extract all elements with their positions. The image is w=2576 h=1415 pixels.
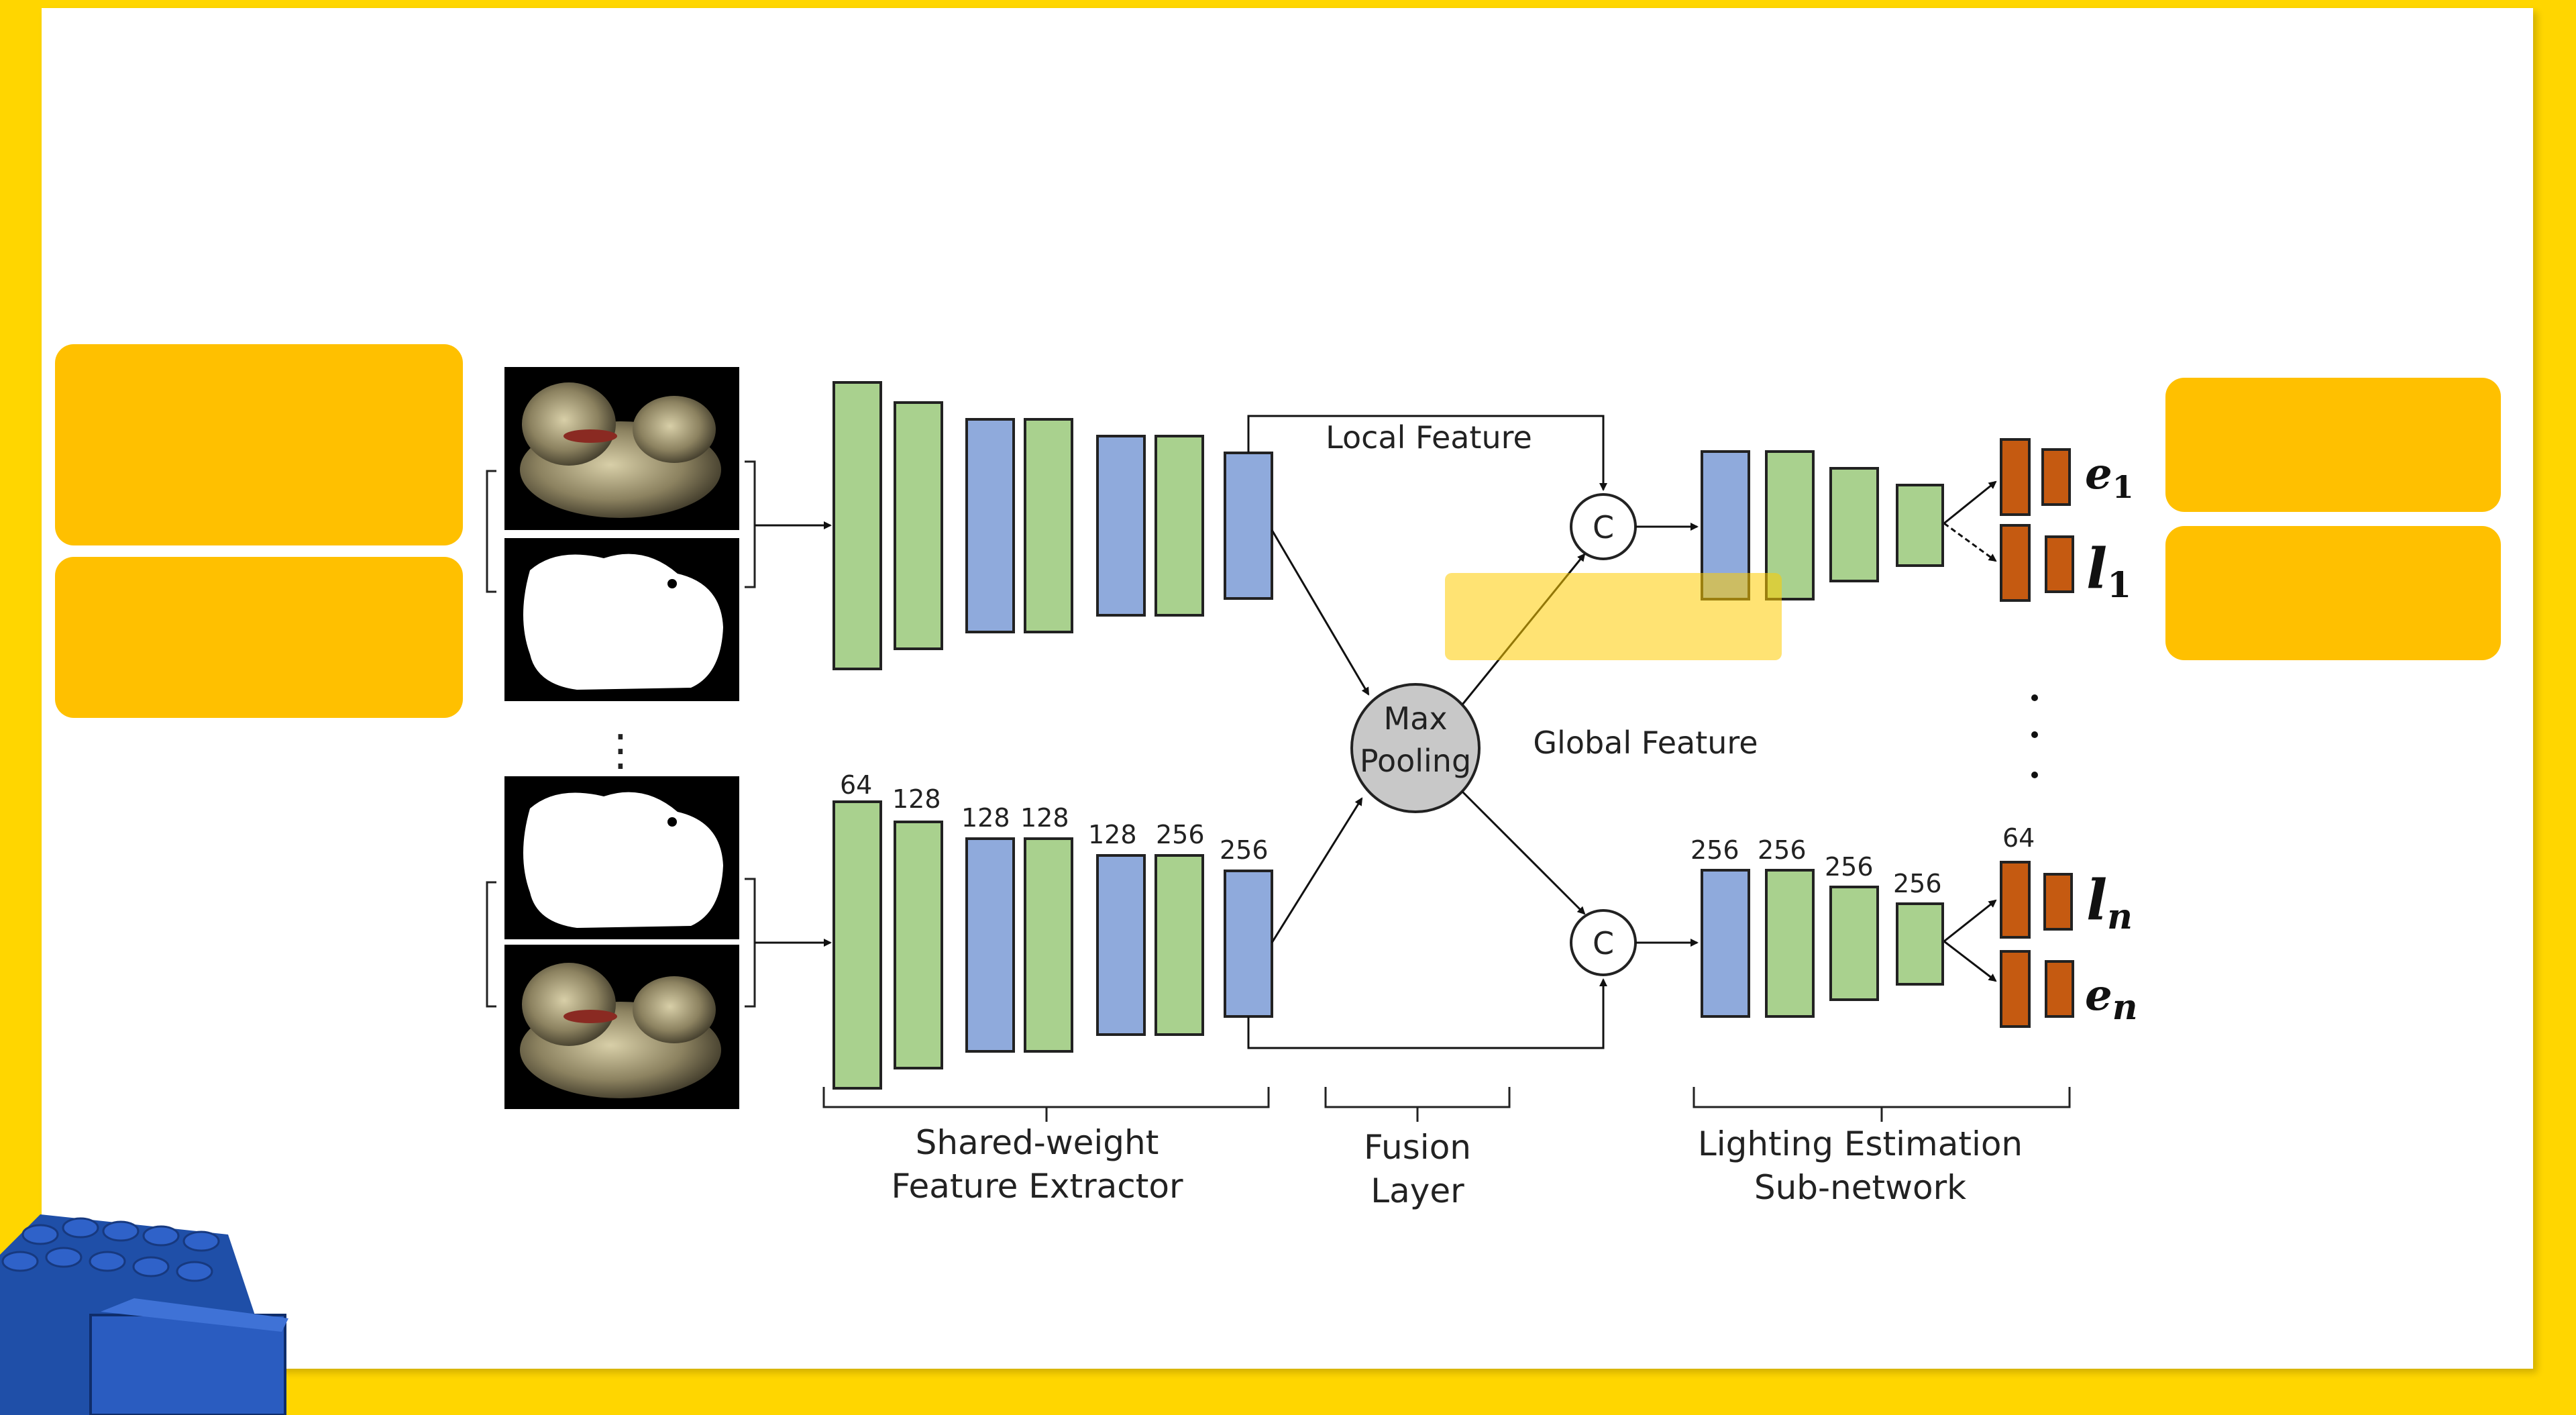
- section-label-extractor-line2: Feature Extractor: [891, 1167, 1183, 1206]
- output-block-e1-small: [2041, 448, 2071, 506]
- vertical-ellipsis-inputs: ⋮: [599, 726, 642, 776]
- object-figure-icon: [520, 382, 721, 518]
- fc-block-blue: [1701, 869, 1750, 1018]
- channel-label: 128: [1088, 820, 1137, 849]
- lego-brick-decoration: [0, 1214, 288, 1415]
- conv-block-blue: [965, 418, 1015, 633]
- output-block-e1-large: [2000, 438, 2031, 516]
- conv-block-green: [1024, 418, 1073, 633]
- output-label-en: en: [2085, 970, 2138, 1028]
- conv-block-blue: [1224, 452, 1273, 600]
- conv-block-green: [833, 800, 882, 1090]
- output-label-e1: e1: [2085, 449, 2134, 505]
- lighting-subnet-bottom: [1701, 869, 1944, 1018]
- max-pooling-node: [1350, 683, 1481, 813]
- concat-symbol-top: C: [1593, 509, 1614, 545]
- callout-box-left-top: [55, 344, 463, 545]
- channel-label: 64: [2002, 823, 2035, 853]
- input-images-bottom: [486, 776, 756, 1109]
- vertical-ellipsis-outputs: [2031, 694, 2038, 778]
- section-label-lighting-line2: Sub-network: [1754, 1168, 1966, 1207]
- section-label-lighting-line1: Lighting Estimation: [1698, 1124, 2023, 1163]
- output-split-arrows: [1943, 480, 1997, 982]
- fc-block-green: [1896, 484, 1944, 567]
- feature-connections: [1247, 415, 1699, 1049]
- subnet-channel-labels: 256 256 256 256 64: [1690, 823, 2035, 898]
- output-block-ln-large: [2000, 861, 2031, 939]
- global-feature-label: Global Feature: [1533, 725, 1758, 761]
- callout-box-right-top: [2165, 378, 2501, 512]
- conv-block-green: [833, 381, 882, 670]
- output-block-l1-large: [2000, 524, 2031, 602]
- max-pooling-label-line1: Max: [1383, 700, 1447, 737]
- output-label-l1: l1: [2086, 537, 2131, 606]
- global-feature-path-bottom: [1461, 790, 1586, 915]
- channel-label: 256: [1220, 835, 1269, 865]
- section-label-fusion-line2: Layer: [1371, 1171, 1464, 1210]
- channel-label: 128: [892, 784, 941, 814]
- output-block-en-large: [2000, 950, 2031, 1028]
- output-label-ln: ln: [2086, 868, 2133, 937]
- section-braces: [822, 1087, 2071, 1122]
- arrow-to-pooling-bottom: [1271, 797, 1363, 943]
- conv-block-green: [894, 821, 943, 1069]
- feature-extractor-top: [833, 381, 1273, 670]
- channel-label: 128: [1020, 803, 1069, 833]
- conv-block-blue: [1224, 870, 1273, 1018]
- arrow-to-pooling-top: [1271, 529, 1370, 696]
- section-labels: Shared-weight Feature Extractor Fusion L…: [891, 1123, 2023, 1210]
- section-label-extractor-line1: Shared-weight: [916, 1123, 1159, 1162]
- fc-block-green: [1829, 467, 1879, 582]
- conv-block-blue: [965, 837, 1015, 1053]
- channel-label: 256: [1156, 820, 1205, 849]
- callout-box-right-bottom: [2165, 526, 2501, 660]
- concat-symbol-bottom: C: [1593, 925, 1614, 961]
- channel-label: 256: [1690, 835, 1739, 865]
- fc-block-green: [1765, 869, 1815, 1018]
- channel-label: 128: [961, 803, 1010, 833]
- conv-block-green: [1024, 837, 1073, 1053]
- callout-box-left-bottom: [55, 557, 463, 718]
- output-block-en-small: [2045, 960, 2074, 1018]
- object-figure-icon: [520, 963, 721, 1098]
- output-block-l1-small: [2045, 535, 2074, 593]
- channel-label: 256: [1758, 835, 1807, 865]
- channel-label: 64: [840, 770, 872, 800]
- local-feature-path-top: [1247, 415, 1607, 491]
- conv-block-green: [894, 401, 943, 650]
- conv-block-green: [1155, 435, 1204, 617]
- input-images-top: [486, 367, 756, 701]
- fc-block-green: [1829, 886, 1879, 1001]
- conv-block-green: [1155, 854, 1204, 1036]
- channel-label: 256: [1893, 869, 1942, 898]
- local-feature-path-bottom: [1247, 978, 1607, 1049]
- fc-block-green: [1896, 902, 1944, 986]
- output-block-ln-small: [2043, 873, 2073, 931]
- conv-block-blue: [1096, 854, 1146, 1036]
- feature-extractor-bottom: [833, 800, 1273, 1090]
- conv-block-blue: [1096, 435, 1146, 617]
- section-label-fusion-line1: Fusion: [1364, 1128, 1471, 1167]
- channel-label: 256: [1825, 852, 1874, 882]
- output-blocks: [2000, 438, 2074, 1028]
- max-pooling-label-line2: Pooling: [1360, 743, 1471, 779]
- extractor-channel-labels: 64 128 128 128 128 256 256: [840, 770, 1269, 865]
- local-feature-label: Local Feature: [1326, 419, 1532, 456]
- highlight-box: [1445, 573, 1782, 660]
